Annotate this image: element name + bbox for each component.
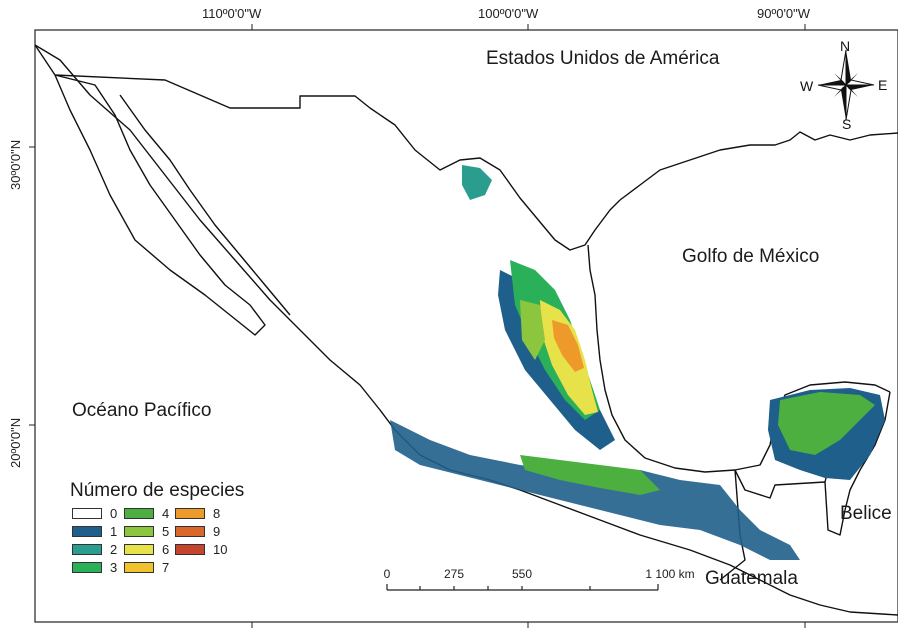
lon-label-90w: 90º0'0"W — [757, 6, 811, 21]
legend-label: 0 — [110, 505, 118, 521]
us-gulf-coast — [619, 131, 898, 201]
legend-item-5: 5 — [124, 523, 170, 539]
compass-east: E — [878, 77, 888, 93]
raster-class-4-south — [520, 455, 660, 495]
legend-item-6: 6 — [124, 541, 170, 557]
species-raster — [390, 165, 885, 560]
legend-swatch — [72, 561, 102, 573]
scale-bar — [386, 584, 659, 591]
compass-south: S — [842, 116, 852, 132]
legend-label: 1 — [110, 523, 118, 539]
label-pacific: Océano Pacífico — [72, 400, 212, 421]
graticule-ticks — [29, 24, 806, 628]
map-frame — [34, 29, 898, 623]
legend-swatch — [124, 525, 154, 537]
guatemala-border — [719, 469, 846, 581]
raster-north-patch — [462, 165, 492, 200]
legend-swatch — [124, 561, 154, 573]
compass-north: N — [840, 38, 851, 54]
scale-label-275: 275 — [443, 567, 465, 581]
legend-item-4: 4 — [124, 505, 170, 521]
legend-swatch — [175, 507, 205, 519]
legend-item-8: 8 — [175, 505, 221, 521]
legend-swatch — [124, 543, 154, 555]
lat-label-30n: 30º0'0"N — [8, 139, 23, 190]
usa-mexico-border — [34, 44, 621, 251]
scale-label-1100: 1 100 km — [645, 567, 695, 581]
lon-label-110w: 110º0'0"W — [202, 6, 262, 21]
legend-label: 6 — [162, 541, 170, 557]
lon-label-100w: 100º0'0"W — [478, 6, 539, 21]
legend-label: 5 — [162, 523, 170, 539]
scale-label-550: 550 — [511, 567, 533, 581]
legend-label: 4 — [162, 505, 170, 521]
legend-label: 3 — [110, 559, 118, 575]
legend-swatch — [175, 525, 205, 537]
raster-class-1 — [390, 420, 800, 560]
legend-item-1: 1 — [72, 523, 118, 539]
compass-west: W — [800, 78, 814, 94]
baja-california — [54, 74, 266, 336]
legend-swatch — [175, 543, 205, 555]
legend-item-2: 2 — [72, 541, 118, 557]
legend-swatch — [72, 507, 102, 519]
label-usa: Estados Unidos de América — [486, 48, 720, 69]
legend-item-10: 10 — [175, 541, 228, 557]
label-guatemala: Guatemala — [705, 568, 798, 589]
legend-swatch — [124, 507, 154, 519]
legend-item-7: 7 — [124, 559, 170, 575]
legend-label: 2 — [110, 541, 118, 557]
lat-label-20n: 20º0'0"N — [8, 417, 23, 468]
legend-label: 9 — [213, 523, 221, 539]
legend-label: 7 — [162, 559, 170, 575]
legend-item-3: 3 — [72, 559, 118, 575]
legend-swatch — [72, 543, 102, 555]
legend-swatch — [72, 525, 102, 537]
label-belize: Belice — [840, 503, 892, 524]
sonora-coast — [119, 94, 291, 316]
legend-label: 10 — [213, 541, 228, 557]
label-gulf: Golfo de México — [682, 246, 820, 267]
raster-class-4 — [778, 392, 875, 455]
legend-item-0: 0 — [72, 505, 118, 521]
raster-class-8 — [552, 320, 584, 372]
raster-class-5 — [520, 300, 545, 360]
legend-label: 8 — [213, 505, 221, 521]
legend-item-9: 9 — [175, 523, 221, 539]
compass-rose-icon — [817, 49, 875, 121]
scale-label-0: 0 — [383, 567, 391, 581]
legend-title: Número de especies — [70, 480, 245, 501]
mexico-gulf-coast — [587, 244, 891, 473]
